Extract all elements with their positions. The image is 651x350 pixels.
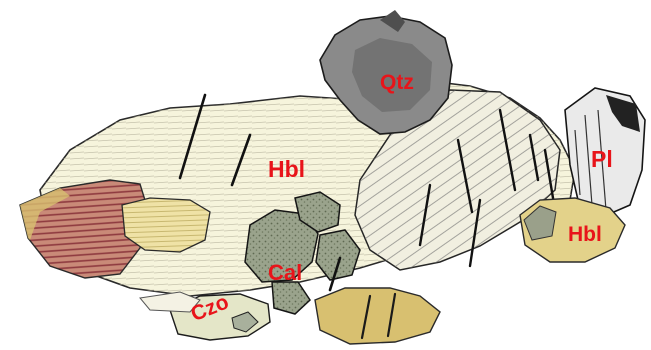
label-hornblende-right: Hbl [568, 224, 602, 245]
label-hornblende-main: Hbl [268, 158, 305, 181]
label-calcite: Cal [268, 262, 302, 284]
yellow-banded-grain [122, 198, 210, 252]
label-quartz: Qtz [380, 72, 414, 93]
ochre-grain-bottom [315, 288, 440, 344]
label-plagioclase: Pl [591, 148, 613, 171]
